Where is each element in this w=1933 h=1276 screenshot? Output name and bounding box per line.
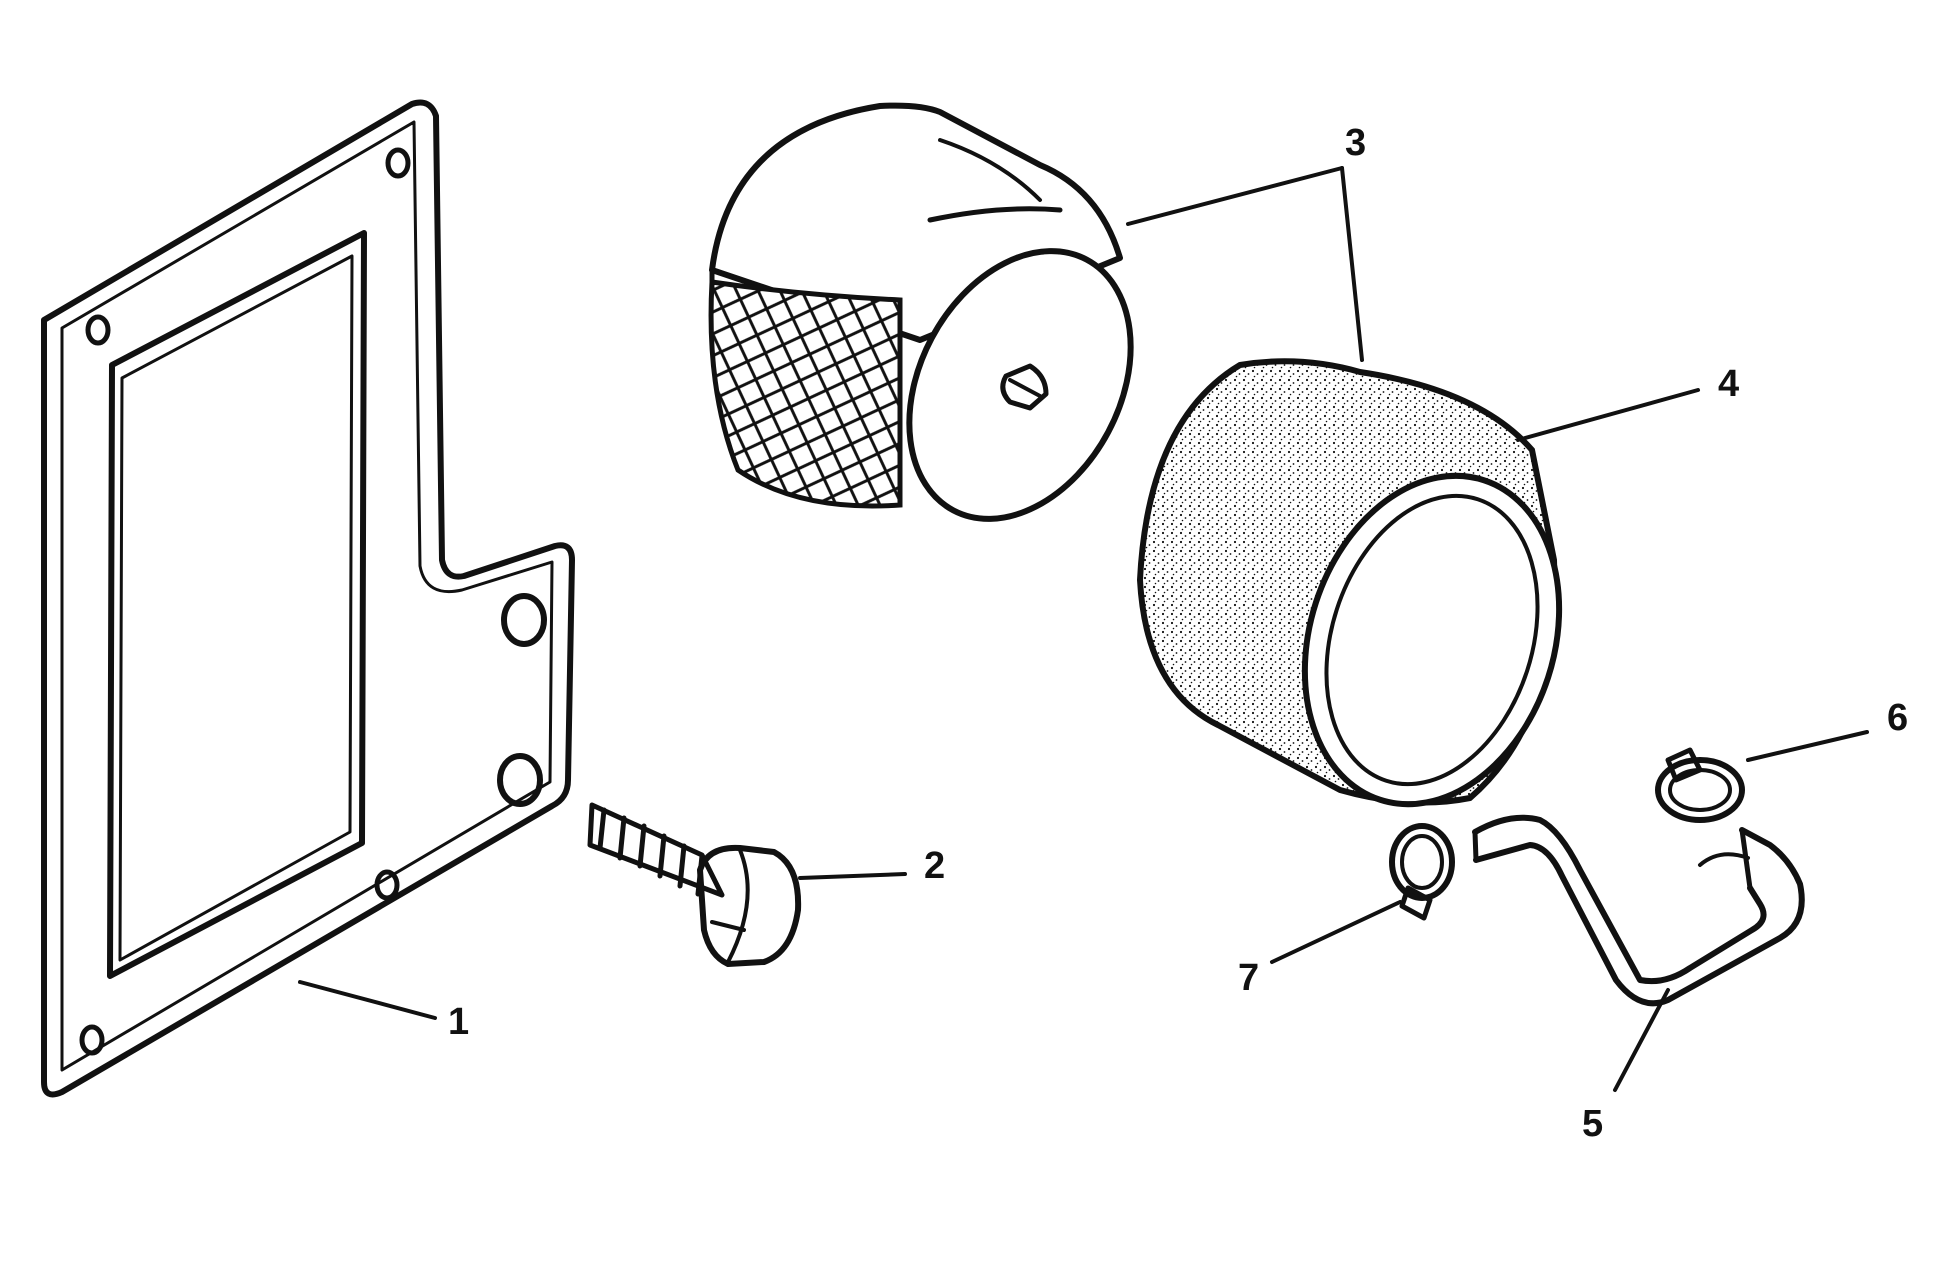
lower-hose-clamp [1389, 823, 1455, 921]
gasket-window [107, 230, 367, 979]
filter-element [708, 102, 1134, 522]
leader-line-1 [298, 980, 437, 1020]
callout-number-5: 5 [1582, 1103, 1603, 1145]
leader-line-2 [798, 872, 907, 880]
leader-lines [298, 166, 1869, 1092]
plate-hole [374, 869, 400, 901]
callout-number-6: 6 [1887, 697, 1908, 739]
leader-line-3b [1340, 166, 1364, 362]
leader-line-3a [1126, 166, 1344, 226]
callout-number-1: 1 [448, 1001, 469, 1043]
hose [1472, 814, 1805, 1007]
callout-number-2: 2 [924, 845, 945, 887]
callout-number-3: 3 [1345, 122, 1366, 164]
leader-line-4 [1516, 388, 1700, 442]
callout-number-4: 4 [1718, 363, 1739, 405]
gasket-plate [41, 99, 575, 1098]
plate-hole [497, 753, 543, 807]
foam-sleeve [1136, 358, 1563, 808]
callout-labels: 1 2 3 4 5 6 7 [448, 122, 1908, 1145]
plate-hole [85, 314, 111, 346]
upper-hose-clamp [1655, 747, 1745, 823]
filter-mesh [708, 279, 903, 509]
plate-hole [79, 1024, 105, 1056]
bolt-head [697, 844, 802, 967]
plate-hole [385, 147, 411, 179]
callout-number-7: 7 [1238, 957, 1259, 999]
leader-line-5 [1613, 988, 1670, 1092]
filter-stud [1000, 363, 1049, 411]
leader-line-6 [1746, 730, 1869, 762]
plate-hole [501, 593, 547, 647]
leader-line-7 [1270, 900, 1402, 964]
bolt [587, 802, 802, 967]
